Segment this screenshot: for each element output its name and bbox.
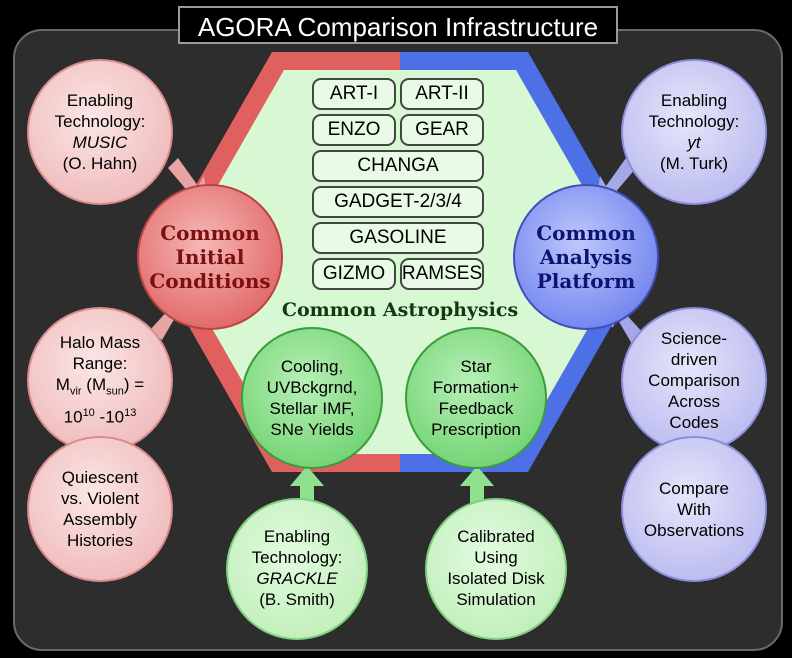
circle-observations xyxy=(621,436,767,582)
code-box-gadget: GADGET-2/3/4 xyxy=(312,186,484,218)
observations-line-2: With xyxy=(677,499,711,519)
star-formation-line-1: Star xyxy=(460,357,492,376)
science-line-5: Codes xyxy=(669,412,719,432)
mvir-m: M xyxy=(55,375,70,395)
circle-grackle xyxy=(226,498,368,640)
music-line-2: Technology: xyxy=(54,112,146,131)
observations-label: Compare With Observations xyxy=(630,474,758,544)
yt-line-2: Technology: xyxy=(648,112,740,131)
analysis-platform-line-1: Common xyxy=(536,221,636,245)
observations-line-1: Compare xyxy=(659,478,729,498)
halo-mass-line-2: Range: xyxy=(72,354,128,374)
science-line-1: Science- xyxy=(660,328,728,348)
circle-assembly xyxy=(27,436,173,582)
assembly-line-4: Histories xyxy=(66,531,134,550)
msun-close: ) = xyxy=(123,375,145,395)
code-box-gizmo: GIZMO xyxy=(312,258,396,290)
halo-mass-line-1: Halo Mass xyxy=(59,333,141,353)
calibrated-line-4: Simulation xyxy=(456,590,536,609)
initial-conditions-line-3: Conditions xyxy=(149,269,271,293)
msun-open: (M xyxy=(81,375,107,395)
circle-initial-conditions xyxy=(137,184,283,330)
calibrated-label: Calibrated Using Isolated Disk Simulatio… xyxy=(436,524,556,612)
music-label: Enabling Technology: MUSIC (O. Hahn) xyxy=(40,88,160,176)
cooling-line-2: UVBckgrnd, xyxy=(266,378,358,397)
cooling-line-1: Cooling, xyxy=(280,357,344,376)
assembly-line-2: vs. Violent xyxy=(60,489,140,508)
msun-subscript: sun xyxy=(106,385,124,398)
halo-mass-label: Halo Mass Range: Mvir (Msun) = 1010 -101… xyxy=(36,333,164,428)
mass-high-base: -10 xyxy=(94,407,125,427)
circle-star-formation xyxy=(405,327,547,469)
cooling-line-3: Stellar IMF, xyxy=(269,399,355,418)
circle-cooling xyxy=(241,327,383,469)
star-formation-label: Star Formation+ Feedback Prescription xyxy=(416,354,536,442)
music-line-1: Enabling xyxy=(66,91,134,110)
grackle-label: Enabling Technology: GRACKLE (B. Smith) xyxy=(237,524,357,612)
grackle-line-2: Technology: xyxy=(251,548,343,567)
grackle-line-4: (B. Smith) xyxy=(259,590,335,609)
circle-music xyxy=(27,59,173,205)
halo-mass-line-3: Mvir (Msun) = xyxy=(56,374,144,402)
analysis-platform-line-3: Platform xyxy=(536,269,636,293)
initial-conditions-line-1: Common xyxy=(160,221,260,245)
yt-label: Enabling Technology: yt (M. Turk) xyxy=(634,88,754,176)
code-box-art-ii: ART-II xyxy=(400,78,484,110)
circle-calibrated xyxy=(425,498,567,640)
star-formation-line-2: Formation+ xyxy=(432,378,520,397)
calibrated-line-1: Calibrated xyxy=(457,527,535,546)
arrows xyxy=(150,158,644,508)
grackle-line-1: Enabling xyxy=(263,527,331,546)
music-line-3: MUSIC xyxy=(72,133,128,152)
observations-line-3: Observations xyxy=(643,520,745,540)
initial-conditions-line-2: Initial xyxy=(175,245,245,269)
code-box-gear: GEAR xyxy=(400,114,484,146)
yt-line-4: (M. Turk) xyxy=(660,154,728,173)
analysis-platform-label: Common Analysis Platform xyxy=(524,214,648,300)
grackle-line-3: GRACKLE xyxy=(256,569,338,588)
initial-conditions-label: Common Initial Conditions xyxy=(148,214,272,300)
arrow-calibrated-to-sf xyxy=(460,466,494,508)
mass-low-exponent: 10 xyxy=(82,406,95,419)
circle-analysis-platform xyxy=(513,184,659,330)
music-line-4: (O. Hahn) xyxy=(62,154,138,173)
code-box-enzo: ENZO xyxy=(312,114,396,146)
mass-low-base: 10 xyxy=(63,407,83,427)
science-line-2: driven xyxy=(670,349,718,369)
code-box-ramses: RAMSES xyxy=(400,258,484,290)
cooling-label: Cooling, UVBckgrnd, Stellar IMF, SNe Yie… xyxy=(252,354,372,442)
science-line-4: Across xyxy=(668,391,720,411)
code-box-gasoline: GASOLINE xyxy=(312,222,484,254)
mass-high-exponent: 13 xyxy=(124,406,137,419)
arrow-grackle-to-cooling xyxy=(290,466,324,508)
assembly-label: Quiescent vs. Violent Assembly Histories xyxy=(40,464,160,554)
common-astrophysics-label: Common Astrophysics xyxy=(281,299,519,321)
assembly-line-1: Quiescent xyxy=(61,468,139,487)
science-label: Science- driven Comparison Across Codes xyxy=(630,326,758,434)
halo-mass-line-4: 1010 -1013 xyxy=(64,403,137,428)
yt-line-3: yt xyxy=(687,133,701,152)
star-formation-line-3: Feedback xyxy=(438,399,514,418)
science-line-3: Comparison xyxy=(648,370,740,390)
calibrated-line-2: Using xyxy=(474,548,518,567)
assembly-line-3: Assembly xyxy=(63,510,137,529)
analysis-platform-line-2: Analysis xyxy=(539,245,633,269)
page-title: AGORA Comparison Infrastructure xyxy=(178,6,618,44)
yt-line-1: Enabling xyxy=(660,91,728,110)
cooling-line-4: SNe Yields xyxy=(270,420,354,439)
calibrated-line-3: Isolated Disk xyxy=(447,569,545,588)
code-box-changa: CHANGA xyxy=(312,150,484,182)
star-formation-line-4: Prescription xyxy=(431,420,521,439)
code-box-art-i: ART-I xyxy=(312,78,396,110)
mvir-subscript: vir xyxy=(69,385,82,398)
circle-yt xyxy=(621,59,767,205)
